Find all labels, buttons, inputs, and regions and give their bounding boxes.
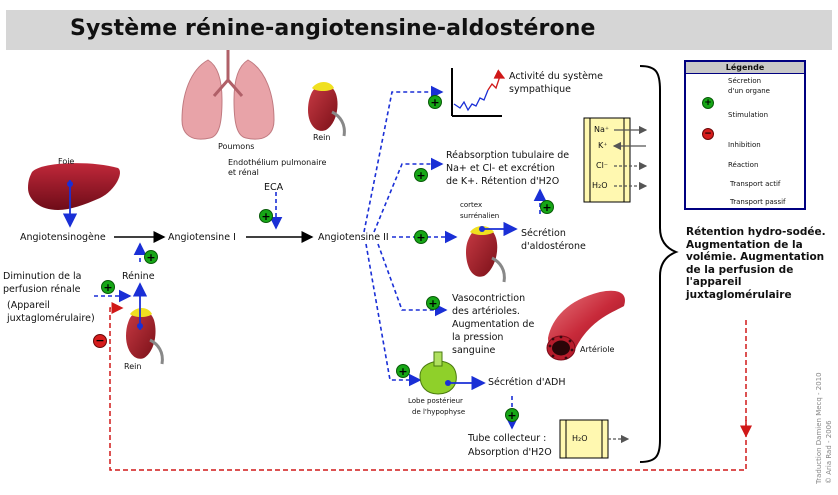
label-diminution-2: perfusion rénale [3,284,81,295]
label-rein-top: Rein [313,133,331,142]
label-sympathique-1: Activité du système [509,71,604,82]
label-sympathique-2: sympathique [509,84,571,95]
stimulation-icon: + [414,230,428,244]
stimulation-icon: + [428,95,442,109]
label-adh: Sécrétion d'ADH [488,377,566,388]
inhibition-icon: − [93,334,107,348]
label-hypophyse-2: de l'hypophyse [412,408,466,416]
liver-organ [28,163,120,210]
label-foie: Foie [58,157,75,166]
label-aldosterone-2: d'aldostérone [521,241,586,252]
credit-author: © Aria Rad - 2006 [825,420,833,484]
label-angiotensine-2: Angiotensine II [318,232,389,243]
legend-item-secretion-2: d'un organe [728,87,770,95]
label-hypophyse-1: Lobe postérieur [408,397,463,405]
result-line: de la perfusion de [686,263,794,276]
label-angiotensine-1: Angiotensine I [168,232,236,243]
label-tube-1: Tube collecteur : [468,433,547,444]
label-cortex-1: cortex [460,201,483,209]
label-eca: ECA [264,182,284,193]
label-cortex-2: surrénalien [460,212,500,220]
title-bar [6,10,832,50]
label-reabsorption-1: Réabsorption tubulaire de [446,150,570,161]
label-tube-2: Absorption d'H2O [468,447,552,458]
stimulation-icon: + [414,168,428,182]
result-line: l'appareil [686,276,742,288]
legend-item-passif: Transport passif [730,198,786,206]
ion-cl: Cl⁻ [596,161,609,170]
legend-item-reaction: Réaction [728,161,759,169]
label-vasoconstriction-5: sanguine [452,345,496,356]
legend-item-secretion-1: Sécretion [728,77,762,85]
page-title: Système rénine-angiotensine-aldostérone [70,16,596,41]
label-diminution-1: Diminution de la [3,271,82,282]
label-endothelium-1: Endothélium pulmonaire [228,158,327,167]
label-endothelium-2: et rénal [228,168,259,177]
stimulation-icon: + [396,364,410,378]
stimulation-icon: + [144,250,158,264]
stimulation-icon: + [101,280,115,294]
label-aldosterone-1: Sécrétion [521,228,566,239]
result-line: Augmentation de la [686,238,803,251]
ion-h2o: H₂O [592,181,608,190]
ion-na: Na⁺ [594,125,610,134]
legend-item-inhibition: Inhibition [728,141,761,149]
label-arteriole: Artériole [580,345,615,354]
kidney-bottom-organ [126,310,156,359]
result-line: volémie. Augmentation [686,251,825,263]
stimulation-icon: + [426,296,440,310]
label-renine: Rénine [122,271,155,282]
legend-stimulation-icon: + [702,97,714,109]
stimulation-icon: + [259,209,273,223]
stimulation-icon: + [540,200,554,214]
legend-item-stimulation: Stimulation [728,111,769,119]
result-line: Rétention hydro-sodée. [686,226,826,238]
result-text: Rétention hydro-sodée. Augmentation de l… [686,226,836,301]
kidney-top-organ [308,84,338,131]
label-vasoconstriction-1: Vasocontriction [452,293,526,304]
lungs-organ [181,59,223,140]
label-reabsorption-2: Na+ et Cl- et excrétion [446,163,555,174]
tubule-box [583,117,631,203]
result-line: juxtaglomérulaire [686,288,792,301]
label-vasoconstriction-3: Augmentation de [452,319,535,330]
kidney-adrenal-organ [466,227,498,277]
label-vasoconstriction-2: des artérioles. [452,306,520,317]
label-angiotensinogene: Angiotensinogène [20,232,106,243]
legend-title: Légende [686,62,804,74]
ion-h2o-tube: H₂O [572,434,588,443]
label-poumons: Poumons [218,142,255,151]
collecting-tube-box [559,419,609,459]
stimulation-icon: + [505,408,519,422]
label-reabsorption-3: de K+. Rétention d'H2O [446,176,560,187]
label-vasoconstriction-4: la pression [452,332,504,343]
label-diminution-4: juxtaglomérulaire) [7,313,95,324]
result-brace [639,65,679,463]
ion-k: K⁺ [598,141,608,150]
label-rein-bottom: Rein [124,362,142,371]
legend-item-actif: Transport actif [730,180,781,188]
legend-inhibition-icon: − [702,128,714,140]
label-diminution-3: (Appareil [7,300,50,311]
credit-translation: Traduction Damien Mecq - 2010 [815,372,823,484]
